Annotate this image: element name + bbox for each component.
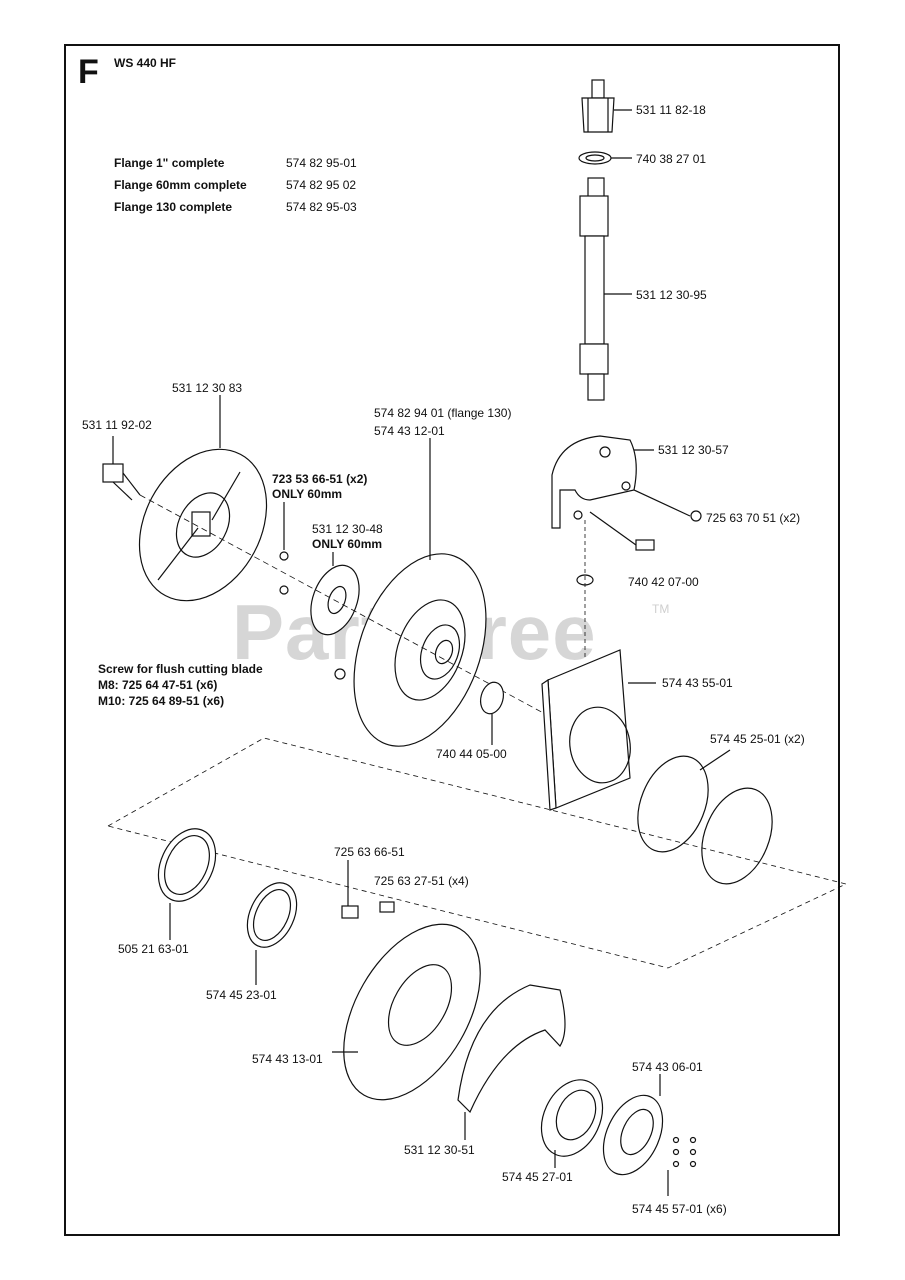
part-label: 531 12 30 83 — [172, 381, 243, 395]
part-label: 505 21 63-01 — [118, 942, 189, 956]
screw-cluster-part — [672, 1136, 697, 1168]
guard-housing-part — [551, 435, 637, 529]
washer-part — [578, 151, 612, 165]
nipple-fitting-part — [581, 79, 615, 133]
part-label: 725 63 27-51 (x4) — [374, 874, 469, 888]
screw-housing-part — [635, 510, 702, 551]
flange-name-1: Flange 1" complete — [114, 156, 225, 170]
part-label: 531 12 30-57 — [658, 443, 729, 457]
part-label: 531 11 92-02 — [82, 418, 152, 432]
part-label: 574 82 94 01 (flange 130) — [374, 406, 512, 420]
flange-disc-part — [353, 553, 487, 747]
part-label: 725 63 66-51 — [334, 845, 405, 859]
part-label: 531 12 30-51 — [404, 1143, 475, 1157]
blade-disc-part — [138, 448, 268, 602]
part-label: 574 43 13-01 — [252, 1052, 323, 1066]
screw-note-title: Screw for flush cutting blade — [98, 662, 263, 676]
flange-part-3: 574 82 95-03 — [286, 200, 357, 214]
flange-name-2: Flange 60mm complete — [114, 178, 247, 192]
assembly-plane — [106, 737, 848, 969]
part-label: 740 44 05-00 — [436, 747, 507, 761]
watermark-tm: TM — [652, 602, 670, 616]
part-label: ONLY 60mm — [312, 537, 383, 551]
screw-lower-part — [341, 901, 395, 919]
screw-note-m10: M10: 725 64 89-51 (x6) — [98, 694, 225, 708]
bearing-part — [540, 1079, 604, 1157]
ring-part-b — [701, 787, 773, 885]
flange-name-3: Flange 130 complete — [114, 200, 233, 214]
part-label: 574 43 06-01 — [632, 1060, 703, 1074]
part-label: 531 12 30-48 — [312, 522, 383, 536]
part-label: 574 45 23-01 — [206, 988, 277, 1002]
part-label: 531 11 82-18 — [636, 103, 706, 117]
part-label: 574 45 57-01 (x6) — [632, 1202, 727, 1216]
o-ring-part — [479, 681, 505, 715]
model-title: WS 440 HF — [114, 56, 177, 70]
ring-part-a — [637, 755, 709, 853]
washer-ring-part — [246, 882, 298, 948]
part-label: 574 43 55-01 — [662, 676, 733, 690]
screw-note-m8: M8: 725 64 47-51 (x6) — [98, 678, 218, 692]
screw-small-part — [279, 551, 346, 680]
part-label: 531 12 30-95 — [636, 288, 707, 302]
seal-ring-part — [157, 828, 217, 902]
arc-plate-part — [457, 984, 566, 1114]
support-plate-part — [541, 649, 631, 811]
part-label: 574 45 27-01 — [502, 1170, 573, 1184]
flange-part-1: 574 82 95-01 — [286, 156, 357, 170]
part-label: 725 63 70 51 (x2) — [706, 511, 801, 525]
shaft-part — [579, 177, 609, 401]
cover-ring-part — [602, 1094, 664, 1176]
diagram-frame — [64, 44, 840, 1236]
bolt-part — [102, 463, 141, 501]
part-label: ONLY 60mm — [272, 487, 343, 501]
part-label: 723 53 66-51 (x2) — [272, 472, 368, 486]
part-label: 740 38 27 01 — [636, 152, 707, 166]
flange-part-2: 574 82 95 02 — [286, 178, 357, 192]
part-label: 574 43 12-01 — [374, 424, 445, 438]
lower-flange-part — [343, 923, 481, 1101]
section-letter: F — [78, 53, 99, 91]
part-label: 740 42 07-00 — [628, 575, 699, 589]
part-label: 574 45 25-01 (x2) — [710, 732, 805, 746]
